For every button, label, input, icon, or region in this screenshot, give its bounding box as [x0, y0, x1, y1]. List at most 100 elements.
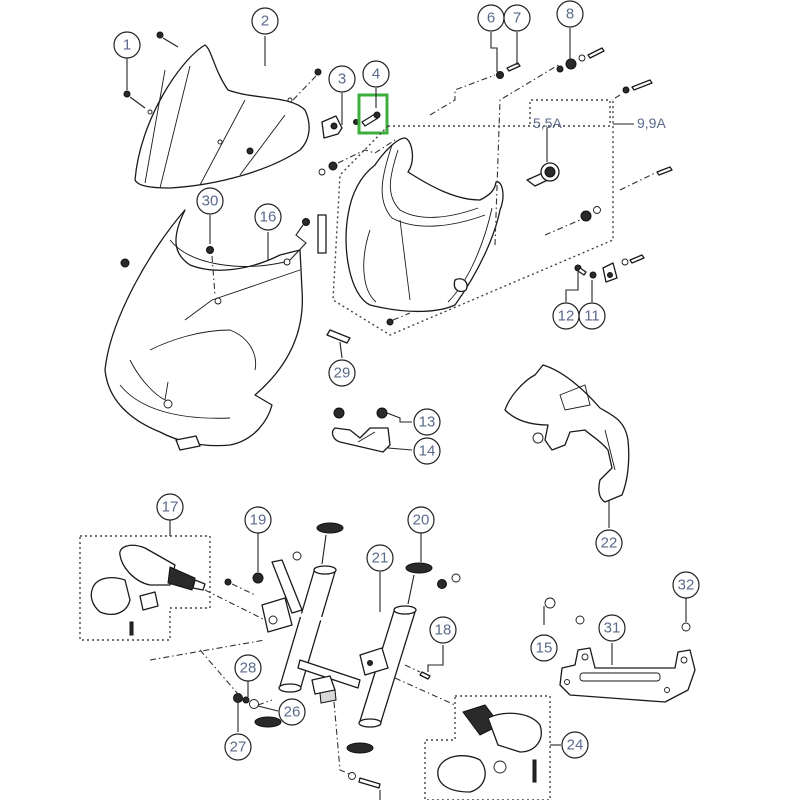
- nut-part-32[interactable]: [681, 622, 691, 632]
- nut[interactable]: [544, 206, 601, 236]
- bolt[interactable]: [621, 254, 645, 266]
- callout-number: 29: [334, 365, 351, 382]
- bracket-part-14[interactable]: [331, 427, 391, 453]
- callout-27[interactable]: 27: [224, 733, 252, 761]
- callout-number: 27: [230, 739, 247, 756]
- callout-24[interactable]: 24: [561, 731, 589, 759]
- bolt[interactable]: [358, 777, 381, 789]
- callout-18[interactable]: 18: [429, 616, 457, 644]
- callout-21[interactable]: 21: [366, 544, 394, 572]
- nut[interactable]: [120, 258, 130, 268]
- washer-part-15[interactable]: [544, 597, 556, 609]
- callout-3[interactable]: 3: [328, 65, 356, 93]
- callout-22[interactable]: 22: [595, 529, 623, 557]
- bolt-part-12[interactable]: [574, 264, 587, 276]
- nut[interactable]: [302, 218, 310, 226]
- callout-circle: [244, 506, 272, 534]
- handlebar-wire[interactable]: [299, 611, 386, 640]
- callout-number: 20: [413, 512, 430, 529]
- callout-28[interactable]: 28: [234, 654, 262, 682]
- mounting-bracket-part-22[interactable]: [504, 364, 630, 503]
- callout-4[interactable]: 4: [362, 60, 390, 88]
- light-bracket-left[interactable]: [261, 559, 303, 633]
- screw[interactable]: [224, 578, 256, 596]
- nut[interactable]: [328, 161, 338, 171]
- clamp[interactable]: [311, 675, 337, 704]
- washer-part-11[interactable]: [589, 271, 597, 279]
- callout-number: 3: [338, 71, 346, 88]
- front-fairing[interactable]: [104, 209, 304, 451]
- washer-part-26[interactable]: [249, 699, 259, 709]
- callout-number: 15: [536, 640, 553, 657]
- callout-31[interactable]: 31: [598, 614, 626, 642]
- windscreen[interactable]: [134, 44, 310, 189]
- grommet-part-13[interactable]: [333, 407, 388, 419]
- callout-2[interactable]: 2: [251, 7, 279, 35]
- spacer-part-28[interactable]: [242, 696, 250, 704]
- screw[interactable]: [619, 166, 673, 191]
- callout-11[interactable]: 11: [578, 302, 606, 330]
- callout-circle: [366, 544, 394, 572]
- nut[interactable]: [314, 68, 322, 76]
- callout-13[interactable]: 13: [413, 408, 441, 436]
- callout-number: 6: [487, 10, 495, 27]
- callout-8[interactable]: 8: [556, 0, 584, 28]
- washer-part-6[interactable]: [496, 71, 504, 79]
- nut[interactable]: [292, 551, 302, 561]
- turn-signal-right[interactable]: [437, 704, 542, 793]
- nut-part-30[interactable]: [206, 246, 214, 254]
- callout-circle: [552, 302, 580, 330]
- turn-signal-box-right: [424, 695, 551, 800]
- grommet-part-8[interactable]: [556, 47, 605, 73]
- callout-number: 32: [678, 577, 695, 594]
- screw[interactable]: [611, 79, 653, 101]
- callout-1[interactable]: 1: [113, 31, 141, 59]
- callout-12[interactable]: 12: [552, 302, 580, 330]
- callout-7[interactable]: 7: [503, 4, 531, 32]
- screw-part-7[interactable]: [506, 62, 521, 72]
- callout-20[interactable]: 20: [407, 506, 435, 534]
- headlight-bulb[interactable]: [526, 162, 560, 187]
- strip-part-29[interactable]: [326, 329, 351, 344]
- screw-part-18[interactable]: [404, 664, 431, 680]
- screw-part-1[interactable]: [123, 31, 179, 109]
- nut[interactable]: [437, 573, 461, 589]
- callout-30[interactable]: 30: [196, 187, 224, 215]
- cross-bar[interactable]: [297, 659, 361, 689]
- rubber-strip[interactable]: [317, 214, 327, 254]
- cap-part-20[interactable]: [254, 522, 433, 754]
- callout-number: 28: [240, 660, 257, 677]
- callout-circle: [278, 698, 306, 726]
- washer[interactable]: [348, 772, 356, 780]
- callout-16[interactable]: 16: [254, 203, 282, 231]
- callout-26[interactable]: 26: [278, 698, 306, 726]
- callout-14[interactable]: 14: [413, 437, 441, 465]
- nut-part-19[interactable]: [252, 572, 264, 584]
- callout-32[interactable]: 32: [672, 571, 700, 599]
- bracket-part-31[interactable]: [559, 647, 696, 703]
- callout-number: 4: [372, 66, 380, 83]
- light-bracket-right[interactable]: [359, 647, 389, 676]
- callout-number: 11: [584, 308, 600, 325]
- callout-number: 22: [601, 535, 618, 552]
- callout-number: 16: [260, 209, 277, 226]
- washer[interactable]: [318, 168, 326, 176]
- headlight[interactable]: [345, 137, 504, 326]
- bolt-part-4[interactable]: [353, 111, 381, 127]
- callout-29[interactable]: 29: [328, 359, 356, 387]
- nut[interactable]: [575, 615, 585, 625]
- callout-6[interactable]: 6: [477, 4, 505, 32]
- turn-signal-left[interactable]: [90, 544, 206, 636]
- nut[interactable]: [246, 147, 254, 155]
- bracket-part-3[interactable]: [321, 115, 343, 139]
- callout-15[interactable]: 15: [530, 634, 558, 662]
- callout-number: 18: [435, 622, 452, 639]
- bolt-part-27[interactable]: [233, 693, 243, 703]
- callout-17[interactable]: 17: [156, 493, 184, 521]
- bracket[interactable]: [602, 262, 618, 283]
- callout-19[interactable]: 19: [244, 506, 272, 534]
- fork-tube-left[interactable]: [278, 565, 337, 693]
- callout-circle: [328, 359, 356, 387]
- callout-number: 8: [566, 6, 574, 23]
